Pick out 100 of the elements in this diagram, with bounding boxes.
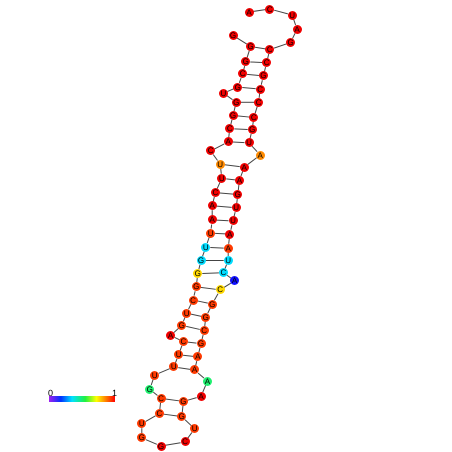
- backbone-line: [252, 146, 258, 152]
- backbone-line: [236, 37, 248, 45]
- nucleotide-circle: U: [228, 216, 238, 226]
- backbone-line: [145, 439, 158, 445]
- backbone-line: [198, 348, 200, 353]
- base-pair-line: [210, 247, 224, 249]
- backbone-line: [196, 278, 198, 283]
- base-pair-line: [202, 272, 220, 274]
- base-pair-line: [178, 367, 191, 370]
- backbone-line: [260, 80, 263, 86]
- base-pair-line: [242, 86, 256, 90]
- backbone-line: [224, 282, 232, 288]
- nucleotide-circle: G: [241, 57, 250, 66]
- nucleotide-circle: U: [190, 424, 200, 434]
- nucleotide-circle: C: [156, 394, 166, 403]
- nucleotide-circle: C: [218, 268, 228, 278]
- nucleotide-circle: A: [208, 201, 217, 210]
- backbone-line: [252, 121, 254, 126]
- scale-label: 0: [48, 388, 54, 398]
- nucleotide-circle: A: [244, 8, 254, 17]
- base-pair-line: [246, 74, 260, 76]
- backbone-line: [240, 170, 244, 177]
- backbone-line: [247, 157, 258, 165]
- nucleotide-circle: A: [230, 276, 240, 286]
- backbone-line: [174, 336, 180, 340]
- nucleotide-circle: A: [202, 376, 212, 386]
- nucleotide-circle: U: [174, 350, 184, 360]
- backbone-line: [212, 154, 218, 161]
- nucleotide-circle: C: [216, 285, 225, 294]
- backbone-line: [158, 368, 170, 374]
- nucleotide-circle: A: [190, 365, 200, 374]
- base-pair-line: [187, 342, 198, 344]
- base-pair-line: [164, 398, 180, 402]
- base-pair-line: [224, 164, 240, 168]
- base-pair-line: [182, 354, 194, 357]
- nucleotide-circle: C: [254, 98, 264, 107]
- nucleotide-circle: C: [256, 84, 265, 94]
- nucleotide-circle: G: [246, 42, 256, 52]
- backbone-line: [152, 392, 158, 396]
- backbone-line: [236, 198, 238, 204]
- nucleotide-circle: C: [188, 296, 198, 305]
- backbone-line: [220, 168, 222, 174]
- base-pair-line: [190, 314, 202, 317]
- nucleotide-circle: G: [233, 190, 242, 200]
- base-pair-line: [254, 46, 266, 50]
- nucleotide-circle: C: [262, 58, 272, 68]
- base-pair-line: [232, 142, 245, 144]
- base-pair-line: [216, 206, 232, 208]
- base-pair-line: [234, 128, 248, 130]
- backbone-line: [145, 415, 156, 422]
- nucleotide-circle: A: [240, 162, 249, 172]
- backbone-line: [274, 10, 288, 14]
- nucleotide-circle: A: [256, 150, 265, 160]
- backbone-line: [182, 405, 184, 413]
- backbone-line: [226, 95, 234, 100]
- nucleotide-circle: A: [196, 392, 206, 401]
- backbone-line: [207, 308, 211, 314]
- nucleotide-circle: G: [201, 312, 210, 322]
- nucleotide-circle: U: [201, 242, 210, 252]
- nucleotide-circle: A: [166, 331, 176, 340]
- backbone-line: [159, 402, 162, 410]
- scale-label: 1: [112, 388, 118, 398]
- backbone-line: [264, 66, 266, 72]
- backbone-line: [194, 290, 196, 296]
- backbone-line: [188, 304, 192, 310]
- nucleotide-circle: U: [288, 10, 297, 20]
- nucleotide-circle: C: [265, 4, 274, 14]
- nucleotide-circle: A: [234, 176, 244, 185]
- nucleotide-circle: G: [258, 71, 268, 80]
- backbone-line: [204, 321, 206, 326]
- nucleotide-circle: U: [232, 203, 241, 212]
- nucleotide-circle: G: [193, 269, 202, 278]
- backbone-line: [214, 293, 218, 301]
- nucleotide-circle: U: [182, 308, 192, 318]
- nucleotide-circle: U: [218, 88, 228, 98]
- backbone-line: [198, 372, 204, 379]
- base-pair-line: [186, 326, 200, 330]
- base-pair-line: [196, 300, 208, 304]
- nucleotide-circle: G: [233, 82, 242, 92]
- nucleotide-circle: G: [196, 339, 206, 348]
- nucleotide-circle: C: [154, 409, 164, 418]
- nucleotide-circle: G: [156, 442, 166, 451]
- nucleotide-circle: G: [178, 396, 188, 406]
- backbone-line: [228, 238, 230, 244]
- backbone-line: [230, 224, 232, 230]
- backbone-line: [164, 442, 182, 446]
- backbone-line: [252, 9, 266, 12]
- nucleotide-circle: U: [206, 228, 216, 238]
- nucleotide-circle: A: [224, 137, 233, 146]
- nucleotide-circle: C: [178, 337, 188, 346]
- backbone-line: [258, 93, 260, 98]
- nucleotide-circle: U: [150, 370, 160, 380]
- backbone-line: [234, 106, 236, 112]
- nucleotide-circle: U: [244, 138, 254, 148]
- backbone-line: [187, 397, 198, 401]
- nucleotide-circle: G: [192, 282, 201, 292]
- nucleotide-circle: A: [225, 230, 234, 239]
- nucleotide-circle: G: [177, 320, 186, 330]
- nucleotide-circle: G: [228, 30, 238, 40]
- backbone-line: [214, 143, 225, 150]
